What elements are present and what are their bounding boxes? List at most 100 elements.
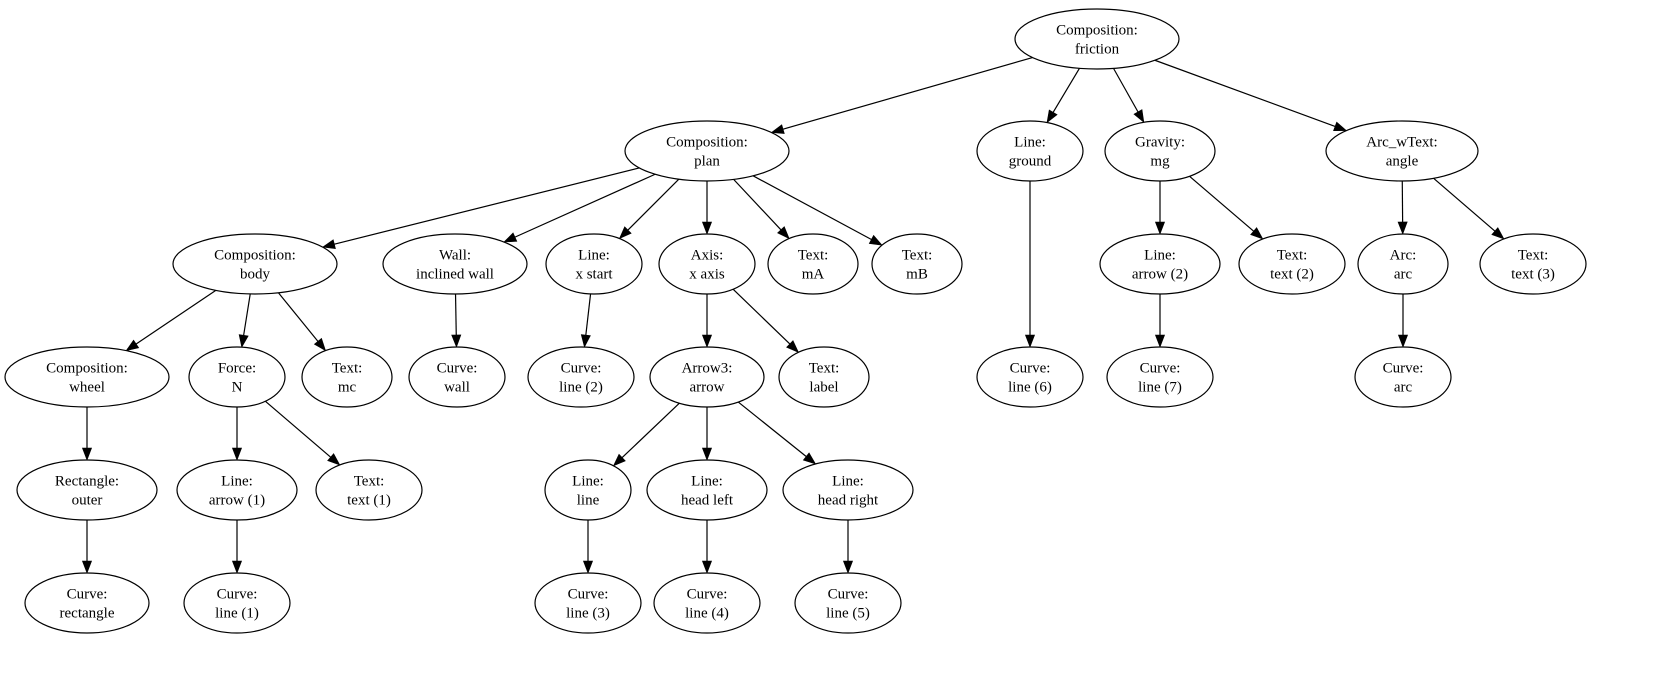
node-line3[interactable]: Curve:line (3) bbox=[534, 572, 642, 634]
node-xstart[interactable]: Line:x start bbox=[545, 233, 643, 295]
node-shape-xstart[interactable] bbox=[545, 233, 643, 295]
node-forceN[interactable]: Force:N bbox=[188, 346, 286, 408]
arrowhead-icon bbox=[1024, 334, 1036, 348]
node-name-label-arcnode: arc bbox=[1394, 266, 1413, 282]
node-text1[interactable]: Text:text (1) bbox=[315, 459, 423, 521]
node-shape-headleft[interactable] bbox=[646, 459, 768, 521]
node-shape-text2[interactable] bbox=[1238, 233, 1346, 295]
node-shape-mB[interactable] bbox=[871, 233, 963, 295]
node-name-label-xaxis: x axis bbox=[689, 266, 725, 282]
node-shape-line3[interactable] bbox=[534, 572, 642, 634]
node-arcnode[interactable]: Arc:arc bbox=[1357, 233, 1449, 295]
node-type-label-rectangle: Curve: bbox=[67, 586, 108, 602]
node-mg[interactable]: Gravity:mg bbox=[1104, 120, 1216, 182]
node-shape-mA[interactable] bbox=[767, 233, 859, 295]
node-mB[interactable]: Text:mB bbox=[871, 233, 963, 295]
arrowhead-icon bbox=[868, 234, 883, 246]
node-name-label-mB: mB bbox=[906, 266, 928, 282]
node-name-label-line7: line (7) bbox=[1138, 379, 1182, 395]
node-shape-line2[interactable] bbox=[527, 346, 635, 408]
node-shape-arrow3[interactable] bbox=[649, 346, 765, 408]
node-shape-line5[interactable] bbox=[794, 572, 902, 634]
arrowhead-icon bbox=[451, 334, 462, 348]
node-shape-mc[interactable] bbox=[301, 346, 393, 408]
node-angle[interactable]: Arc_wText:angle bbox=[1325, 120, 1479, 182]
node-line6[interactable]: Curve:line (6) bbox=[976, 346, 1084, 408]
node-body[interactable]: Composition:body bbox=[172, 233, 338, 295]
node-shape-text3[interactable] bbox=[1479, 233, 1587, 295]
node-plan[interactable]: Composition:plan bbox=[624, 120, 790, 182]
node-type-label-wheel: Composition: bbox=[46, 360, 128, 376]
node-shape-mg[interactable] bbox=[1104, 120, 1216, 182]
node-arccurve[interactable]: Curve:arc bbox=[1354, 346, 1452, 408]
node-arrow1[interactable]: Line:arrow (1) bbox=[176, 459, 298, 521]
node-line7[interactable]: Curve: line (7) bbox=[1106, 346, 1214, 408]
arrowhead-icon bbox=[503, 232, 518, 243]
node-type-label-xaxis: Axis: bbox=[691, 247, 724, 263]
node-ground[interactable]: Line:ground bbox=[976, 120, 1084, 182]
node-text3[interactable]: Text:text (3) bbox=[1479, 233, 1587, 295]
node-xaxis[interactable]: Axis: x axis bbox=[658, 233, 756, 295]
edge-body-to-wheel bbox=[135, 289, 217, 345]
arrowhead-icon bbox=[777, 226, 790, 240]
node-shape-line6[interactable] bbox=[976, 346, 1084, 408]
node-outer[interactable]: Rectangle:outer bbox=[16, 459, 158, 521]
edge-friction-to-angle bbox=[1154, 59, 1336, 127]
node-name-label-lineline: line bbox=[577, 492, 600, 508]
node-shape-xaxis[interactable] bbox=[658, 233, 756, 295]
edge-plan-to-xstart bbox=[627, 178, 680, 231]
node-name-label-friction: friction bbox=[1075, 41, 1120, 57]
node-text2[interactable]: Text:text (2) bbox=[1238, 233, 1346, 295]
node-name-label-line5: line (5) bbox=[826, 605, 870, 621]
node-shape-outer[interactable] bbox=[16, 459, 158, 521]
node-name-label-mA: mA bbox=[802, 266, 825, 282]
node-friction[interactable]: Composition:friction bbox=[1014, 8, 1180, 70]
node-shape-friction[interactable] bbox=[1014, 8, 1180, 70]
node-shape-forceN[interactable] bbox=[188, 346, 286, 408]
node-shape-ground[interactable] bbox=[976, 120, 1084, 182]
node-headleft[interactable]: Line:head left bbox=[646, 459, 768, 521]
node-line2[interactable]: Curve:line (2) bbox=[527, 346, 635, 408]
node-shape-label[interactable] bbox=[778, 346, 870, 408]
node-shape-text1[interactable] bbox=[315, 459, 423, 521]
node-mA[interactable]: Text:mA bbox=[767, 233, 859, 295]
node-shape-line7[interactable] bbox=[1106, 346, 1214, 408]
edge-xaxis-to-label bbox=[732, 288, 791, 345]
node-inclinedwall[interactable]: Wall:inclined wall bbox=[382, 233, 528, 295]
node-shape-arrow2[interactable] bbox=[1099, 233, 1221, 295]
node-rectangle[interactable]: Curve:rectangle bbox=[24, 572, 150, 634]
node-arrow3[interactable]: Arrow3:arrow bbox=[649, 346, 765, 408]
node-type-label-body: Composition: bbox=[214, 247, 296, 263]
node-line5[interactable]: Curve:line (5) bbox=[794, 572, 902, 634]
node-headright[interactable]: Line:head right bbox=[782, 459, 914, 521]
node-label[interactable]: Text:label bbox=[778, 346, 870, 408]
node-type-label-lineline: Line: bbox=[572, 473, 604, 489]
node-shape-line4[interactable] bbox=[653, 572, 761, 634]
arrowhead-icon bbox=[582, 560, 594, 574]
node-shape-rectangle[interactable] bbox=[24, 572, 150, 634]
arrowhead-icon bbox=[1133, 109, 1145, 124]
node-wallcurve[interactable]: Curve:wall bbox=[408, 346, 506, 408]
node-line1[interactable]: Curve:line (1) bbox=[183, 572, 291, 634]
arrowhead-icon bbox=[1397, 221, 1408, 235]
node-type-label-arccurve: Curve: bbox=[1383, 360, 1424, 376]
node-shape-arcnode[interactable] bbox=[1357, 233, 1449, 295]
node-shape-inclinedwall[interactable] bbox=[382, 233, 528, 295]
node-shape-lineline[interactable] bbox=[544, 459, 632, 521]
node-shape-headright[interactable] bbox=[782, 459, 914, 521]
node-type-label-line7: Curve: bbox=[1140, 360, 1181, 376]
node-shape-body[interactable] bbox=[172, 233, 338, 295]
node-shape-wallcurve[interactable] bbox=[408, 346, 506, 408]
node-lineline[interactable]: Line: line bbox=[544, 459, 632, 521]
node-arrow2[interactable]: Line:arrow (2) bbox=[1099, 233, 1221, 295]
node-shape-angle[interactable] bbox=[1325, 120, 1479, 182]
node-shape-arccurve[interactable] bbox=[1354, 346, 1452, 408]
node-shape-wheel[interactable] bbox=[4, 346, 170, 408]
node-wheel[interactable]: Composition:wheel bbox=[4, 346, 170, 408]
node-shape-plan[interactable] bbox=[624, 120, 790, 182]
node-shape-line1[interactable] bbox=[183, 572, 291, 634]
node-mc[interactable]: Text:mc bbox=[301, 346, 393, 408]
node-shape-arrow1[interactable] bbox=[176, 459, 298, 521]
node-line4[interactable]: Curve:line (4) bbox=[653, 572, 761, 634]
arrowhead-icon bbox=[238, 334, 249, 348]
